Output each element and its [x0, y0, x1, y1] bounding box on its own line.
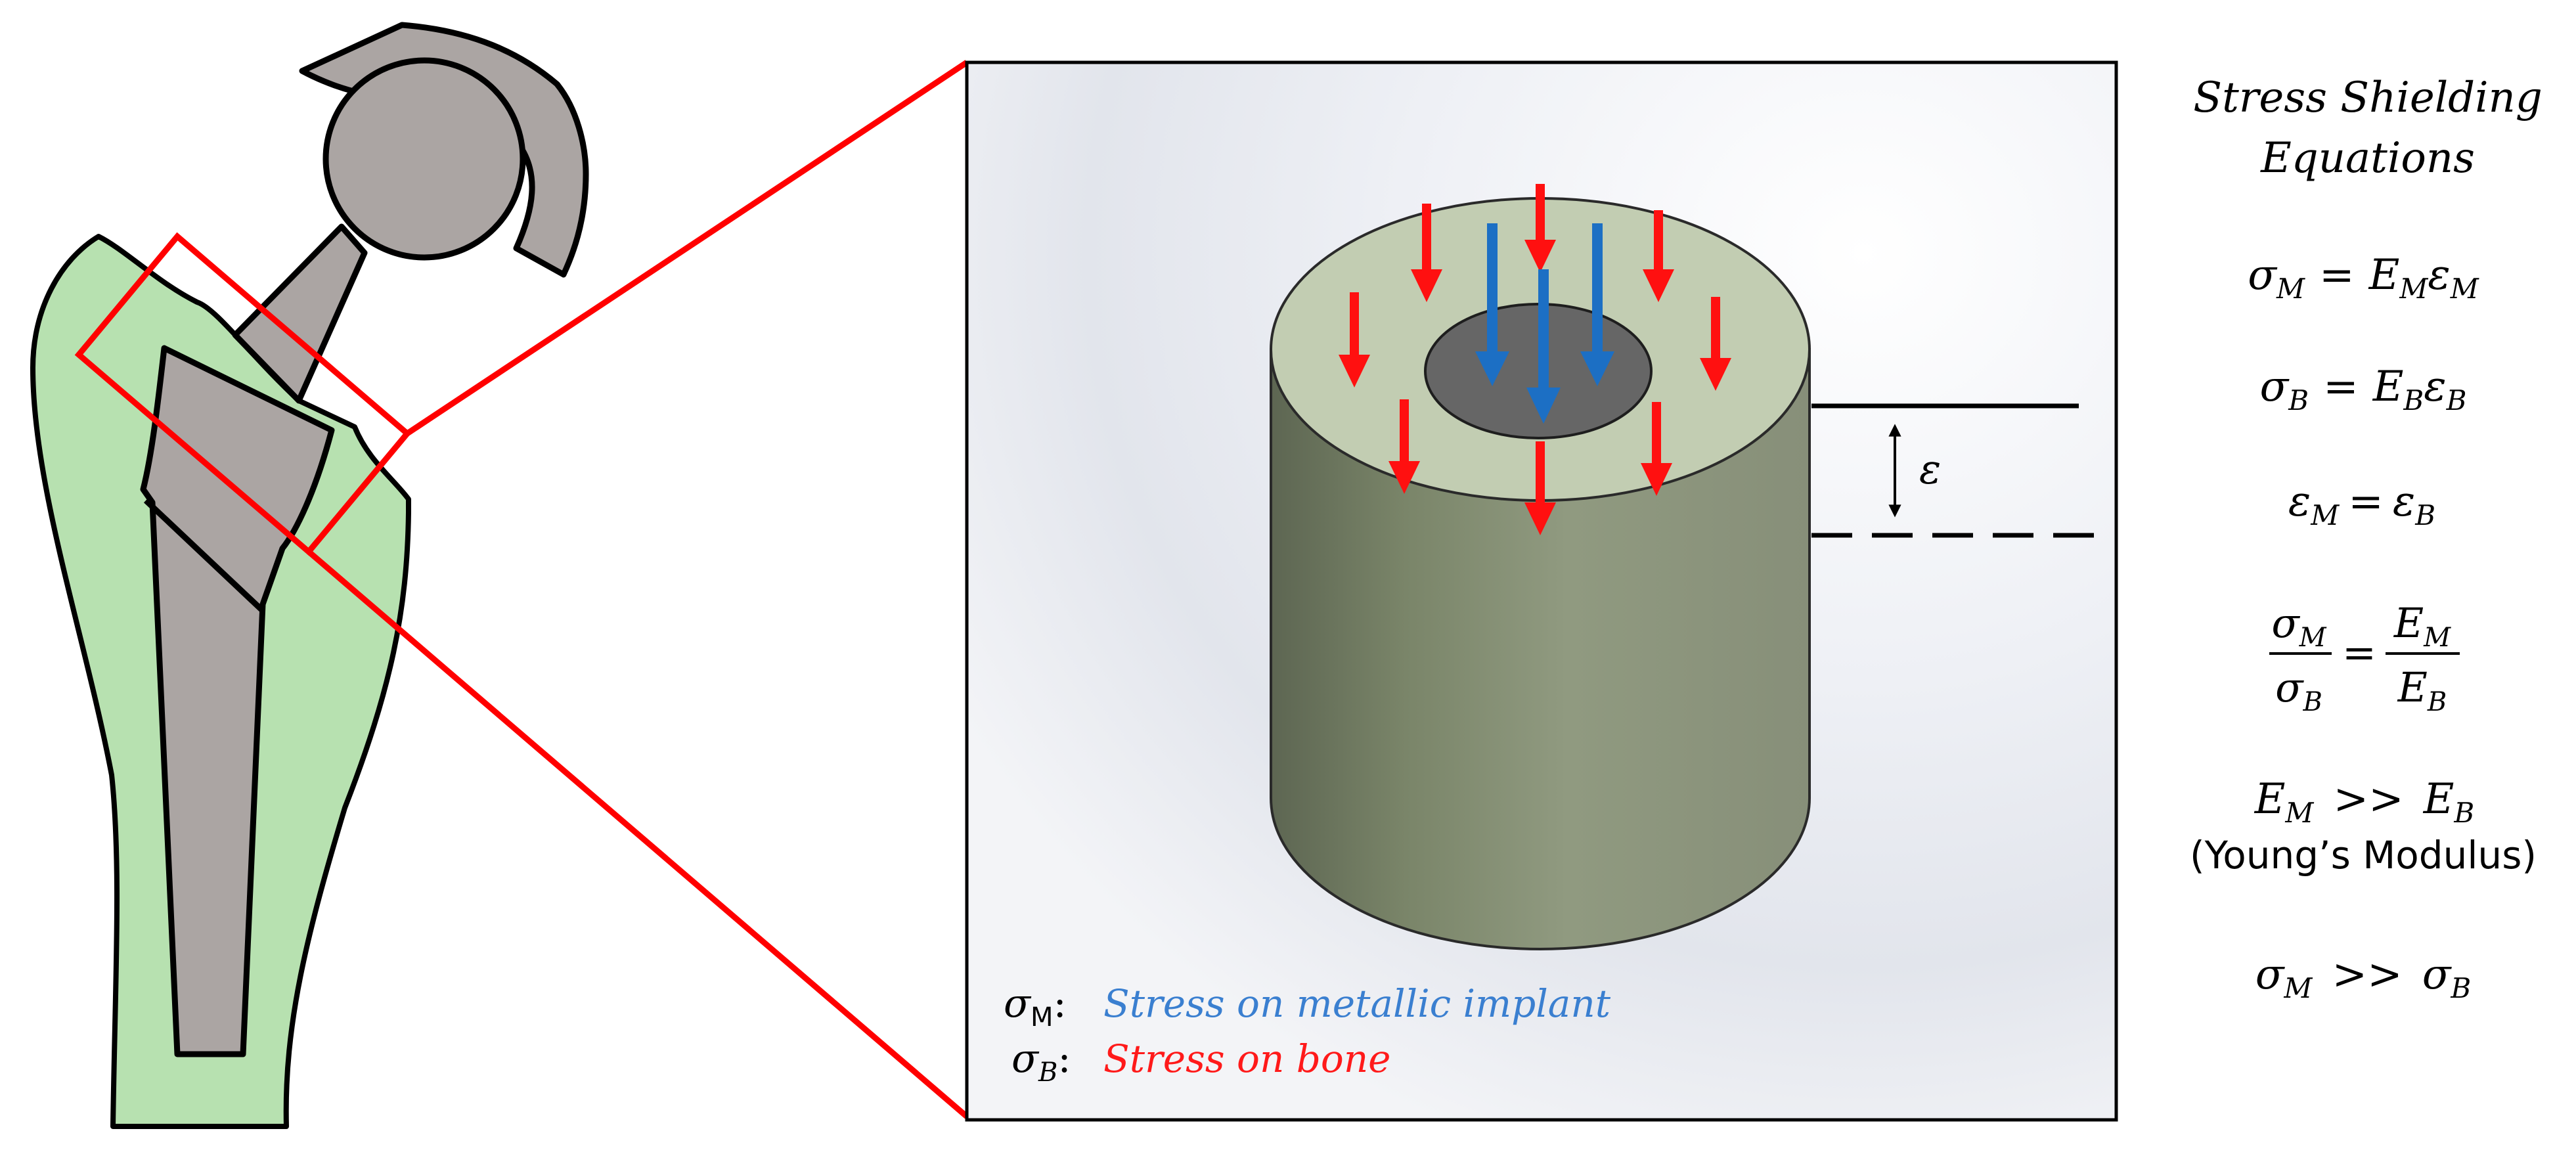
- femur-illustration: [30, 22, 589, 1129]
- eq4-den-right: EB: [2397, 663, 2447, 717]
- eq4-num-right: EM: [2393, 599, 2451, 653]
- strain-label: ε: [1919, 445, 1941, 493]
- legend-metal-colon: :: [1053, 981, 1066, 1027]
- implant-neck: [232, 223, 368, 404]
- eq4-num-left: σM: [2271, 599, 2326, 653]
- implant-stress-arrow: [1475, 223, 1509, 386]
- legend-metal-text: Stress on metallic implant: [1103, 981, 1611, 1026]
- eq4-den-left: σB: [2275, 663, 2322, 717]
- bone-stress-arrow: [1388, 399, 1420, 494]
- legend-bone-text: Stress on bone: [1103, 1036, 1391, 1081]
- legend-metal-row: σM:: [1004, 981, 1067, 1032]
- legend-metal-sub: M: [1031, 1002, 1054, 1032]
- bone-stress-arrow: [1524, 441, 1556, 535]
- bone-stress-arrows: [1339, 184, 1731, 535]
- implant-stress-arrow: [1580, 223, 1614, 386]
- eq4-equals: =: [2342, 629, 2376, 677]
- equation-6: σM>>σB: [2255, 950, 2472, 1004]
- equation-5: EM>>EB: [2254, 775, 2475, 829]
- equations-title-line1: Stress Shielding: [2193, 74, 2543, 122]
- implant-stress-arrows: [1475, 223, 1614, 424]
- detail-panel: ε σM: Stress on metallic implant σB: Str…: [965, 60, 2118, 1122]
- cylinder-side: [1270, 348, 1811, 950]
- equation-3: εM=εB: [2288, 477, 2435, 531]
- bone-stress-arrow: [1643, 210, 1674, 302]
- femoral-head: [322, 57, 526, 261]
- equations-column: Stress Shielding Equations σM=EMεM σB=EB…: [2190, 74, 2543, 1004]
- legend-bone-colon: :: [1057, 1036, 1071, 1082]
- implant-stress-arrow: [1526, 269, 1561, 424]
- zoom-line-top: [405, 60, 969, 436]
- bone-stress-arrow: [1524, 184, 1556, 273]
- stem-collar-line: [143, 498, 264, 612]
- legend-bone-sub: B: [1038, 1057, 1057, 1088]
- strain-indicator: ε: [1811, 403, 2099, 538]
- legend-bone-row: σB:: [1011, 1036, 1071, 1088]
- legend-metal-symbol: σ: [1004, 981, 1032, 1027]
- implant-stem: [140, 345, 335, 1057]
- equation-4: σM σB = EM EB: [2269, 599, 2460, 717]
- equation-1: σM=EMεM: [2248, 251, 2479, 305]
- bone-stress-arrow: [1641, 402, 1672, 496]
- equations-title-line2: Equations: [2260, 134, 2475, 183]
- bone-stress-arrow: [1700, 297, 1731, 391]
- zoom-indicator: [74, 60, 969, 1119]
- bone-stress-arrow: [1339, 292, 1370, 388]
- panel-legend: σM: Stress on metallic implant σB: Stres…: [1004, 981, 1611, 1088]
- zoom-line-bottom: [307, 549, 969, 1119]
- legend-bone-symbol: σ: [1011, 1036, 1040, 1082]
- equation-2: σB=EBεB: [2260, 363, 2467, 416]
- equation-5-note: (Young’s Modulus): [2190, 833, 2537, 877]
- bone-stress-arrow: [1411, 204, 1442, 302]
